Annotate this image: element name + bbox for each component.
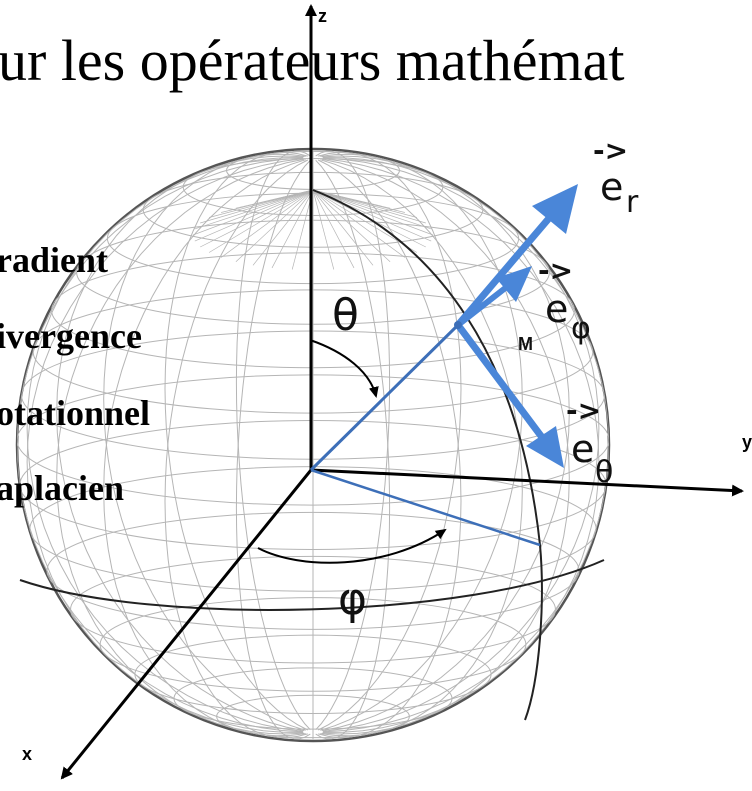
e-theta-label: -> e θ [566,394,613,490]
e-r-arrow-shaft [455,207,559,328]
pole-ray [271,189,314,269]
pole-ray [312,189,417,218]
longitude-line [321,158,570,735]
longitude-line [164,151,309,731]
x-axis [60,469,313,780]
e-theta-arrow-symbol: -> [566,394,601,427]
longitude-line [323,157,609,733]
pole-ray [312,189,335,270]
e-phi-label: -> e φ [538,254,591,346]
pole-ray [208,189,314,253]
z-axis-label: z [318,6,327,26]
longitude-line [315,159,391,740]
operator-gradient: radient [0,240,108,280]
pole-ray [312,189,418,253]
e-theta-arrow-shaft [455,322,547,443]
point-m [454,321,462,329]
pole-ray [312,189,374,266]
longitude-line [322,157,600,732]
pole-ray [312,189,432,230]
e-phi-arrow-symbol: -> [538,254,573,287]
pole-ray [194,189,314,242]
longitude-line [26,157,304,732]
position-vector-om [309,323,460,472]
theta-arc [309,339,379,398]
pole-ray [192,189,314,236]
meridian-line [312,189,543,721]
pole-ray [220,189,314,258]
point-m-label: M [518,334,533,354]
phi-label: φ [338,574,367,625]
longitude-line [235,150,311,731]
projection-line [310,468,541,547]
pole-ray [312,189,391,263]
e-r-arrow-symbol: -> [593,134,628,167]
e-theta-sub: θ [595,455,613,490]
longitude-line [322,158,600,733]
pole-ray [312,189,434,236]
e-r-label: -> e r [593,134,639,220]
unit-vectors [454,184,578,468]
x-axis-label: x [22,744,32,764]
e-phi-arrow-shaft [456,279,515,328]
equator-line [19,559,605,611]
pole-ray [235,189,314,263]
longitude-line [235,159,311,740]
e-phi-arrowhead [496,266,532,302]
longitude-line [56,155,305,732]
pole-ray [312,189,406,258]
y-axis-label: y [742,432,752,452]
pole-ray [312,189,355,269]
e-r-arrowhead [532,184,578,234]
longitude-line [103,159,306,737]
pole-ray [252,189,314,266]
longitude-line [320,159,523,737]
operator-rotationnel: otationnel [0,393,150,433]
longitude-line [103,153,306,731]
pole-ray [252,189,314,206]
operators-list: radient ivergence otationnel aplacien [0,240,150,508]
pole-ray [194,189,314,230]
e-theta-arrowhead [526,426,564,468]
longitude-line [315,150,391,731]
operator-laplacien: aplacien [0,468,124,508]
e-theta-base: e [571,427,594,471]
phi-arc [257,528,447,564]
y-axis [310,468,744,497]
pole-ray [271,189,314,203]
pole-ray [312,189,426,224]
longitude-line [26,158,304,733]
longitude-line [17,157,303,733]
longitude-line [320,153,523,731]
e-phi-sub: φ [571,311,591,346]
e-phi-base: e [545,287,568,331]
e-r-sub: r [626,185,639,220]
longitude-line [317,151,462,731]
theta-label: θ [332,290,359,341]
sphere-grid [17,150,609,740]
e-r-base: e [600,165,623,209]
operator-divergence: ivergence [0,316,142,356]
